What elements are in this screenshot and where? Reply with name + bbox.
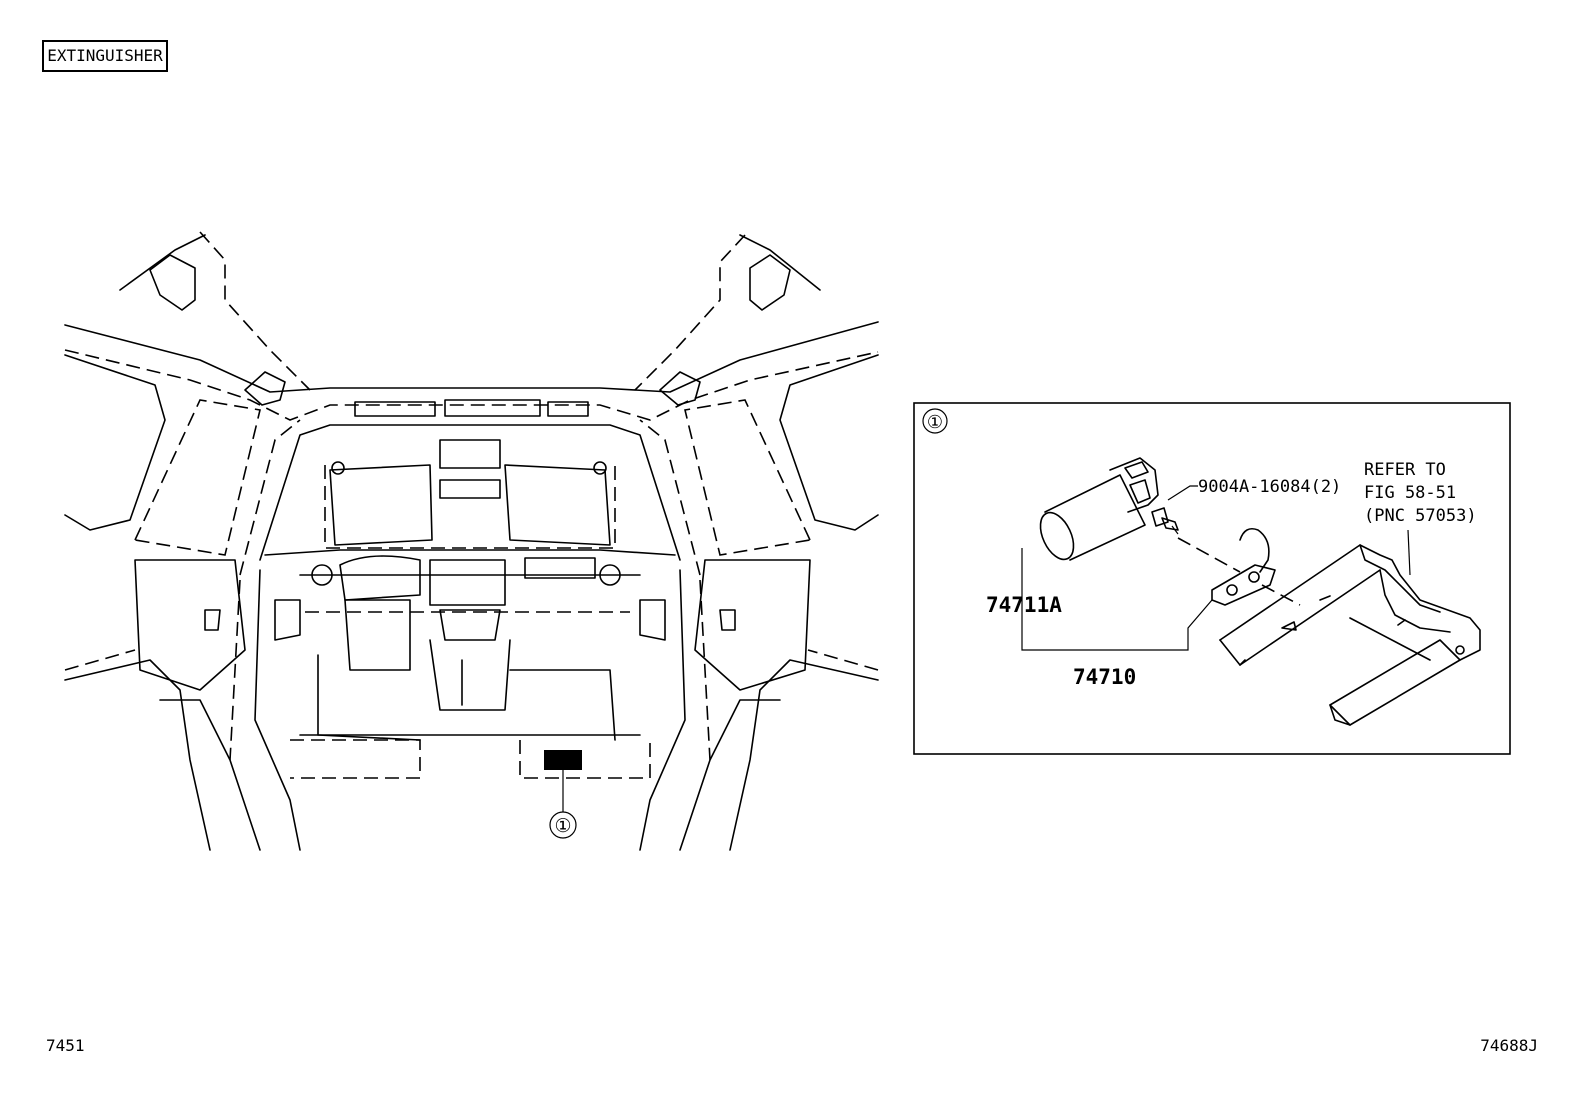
figure-code: 74688J bbox=[1480, 1036, 1538, 1055]
reference-line-1: REFER TO bbox=[1364, 460, 1446, 480]
detail-frame bbox=[913, 402, 1511, 755]
location-callout: ① bbox=[554, 815, 571, 837]
bracket-drawing bbox=[1211, 527, 1276, 606]
frame-member-drawing bbox=[1219, 544, 1481, 726]
vehicle-interior-illustration: ① bbox=[64, 231, 879, 851]
part-number-extinguisher: 74711A bbox=[986, 593, 1062, 617]
extinguisher-location-marker bbox=[544, 750, 582, 770]
page-number: 7451 bbox=[46, 1036, 85, 1055]
reference-line-2: FIG 58-51 bbox=[1364, 483, 1456, 503]
part-number-assembly: 74710 bbox=[1073, 665, 1136, 689]
detail-view: ① bbox=[913, 402, 1511, 755]
reference-line-3: (PNC 57053) bbox=[1364, 506, 1477, 526]
detail-marker: ① bbox=[927, 412, 943, 433]
part-number-bolt: 9004A-16084(2) bbox=[1198, 477, 1341, 497]
fire-extinguisher-drawing bbox=[1039, 457, 1159, 561]
bolt-drawing bbox=[1151, 507, 1179, 535]
section-title: EXTINGUISHER bbox=[42, 40, 168, 72]
